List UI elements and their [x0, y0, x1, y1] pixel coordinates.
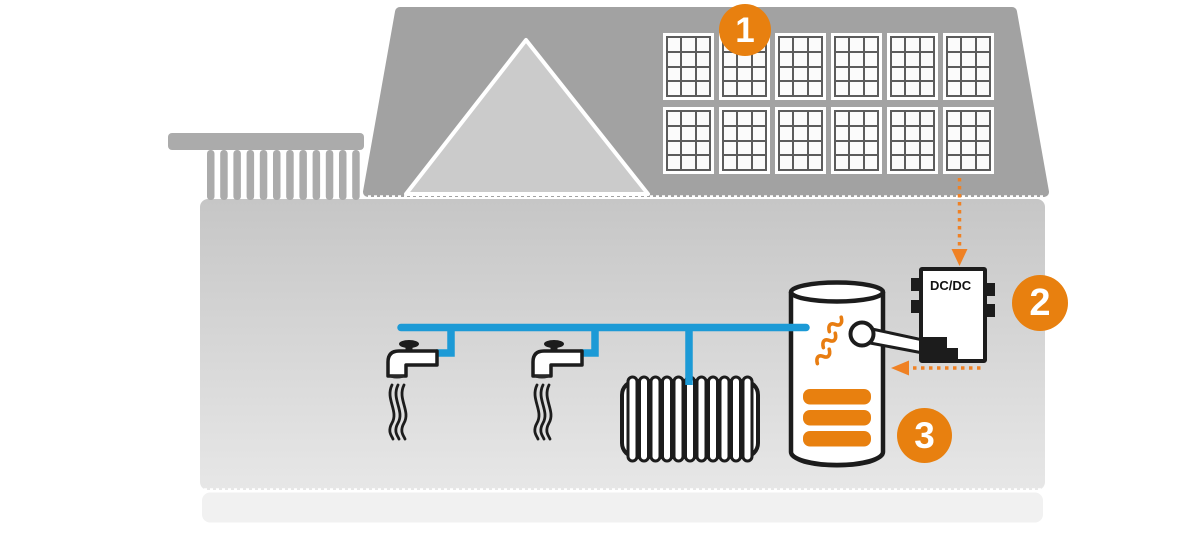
water-flow-icon	[533, 383, 553, 441]
house-plinth	[202, 492, 1043, 523]
solar-panel	[943, 107, 994, 174]
hot-water-tank	[788, 280, 886, 468]
down-arrow-dotted-icon	[951, 178, 968, 266]
roof-gable	[404, 38, 650, 196]
marker-badge-2: 2	[1012, 275, 1068, 331]
left-arrow-dotted-icon	[891, 360, 983, 376]
converter-base-block	[923, 337, 947, 359]
roof-terrace-railing	[168, 133, 364, 200]
solar-panel-array	[663, 33, 994, 174]
solar-panel	[831, 107, 882, 174]
solar-panel	[775, 107, 826, 174]
tank-bottom-rim	[793, 455, 881, 468]
dcdc-label: DC/DC	[930, 278, 972, 293]
water-flow-icon	[388, 383, 408, 441]
sensor-wires	[848, 320, 925, 355]
converter-base-block	[947, 348, 958, 359]
marker-badge-3: 3	[897, 408, 952, 463]
solar-panel	[663, 33, 714, 100]
solar-panel	[943, 33, 994, 100]
solar-panel	[887, 107, 938, 174]
converter-terminal-icon	[911, 300, 920, 313]
converter-terminal-icon	[986, 283, 995, 296]
radiator-icon	[620, 375, 760, 463]
dc-dc-converter-box: DC/DC	[911, 267, 995, 363]
faucet-icon	[531, 340, 584, 441]
solar-panel	[663, 107, 714, 174]
heating-element-bands	[803, 389, 871, 447]
pipe-drop-faucet-2	[580, 324, 599, 357]
solar-panel	[831, 33, 882, 100]
heat-waves-icon	[815, 315, 844, 366]
solar-panel	[887, 33, 938, 100]
converter-terminal-icon	[911, 278, 920, 291]
pipe-drop-faucet-1	[436, 324, 455, 357]
temperature-sensor-icon	[848, 320, 876, 348]
converter-terminal-icon	[986, 304, 995, 317]
marker-badge-1: 1	[719, 4, 771, 56]
solar-panel	[775, 33, 826, 100]
cold-hot-water-pipes	[397, 323, 810, 385]
solar-panel	[719, 107, 770, 174]
faucet-icon	[386, 340, 439, 441]
